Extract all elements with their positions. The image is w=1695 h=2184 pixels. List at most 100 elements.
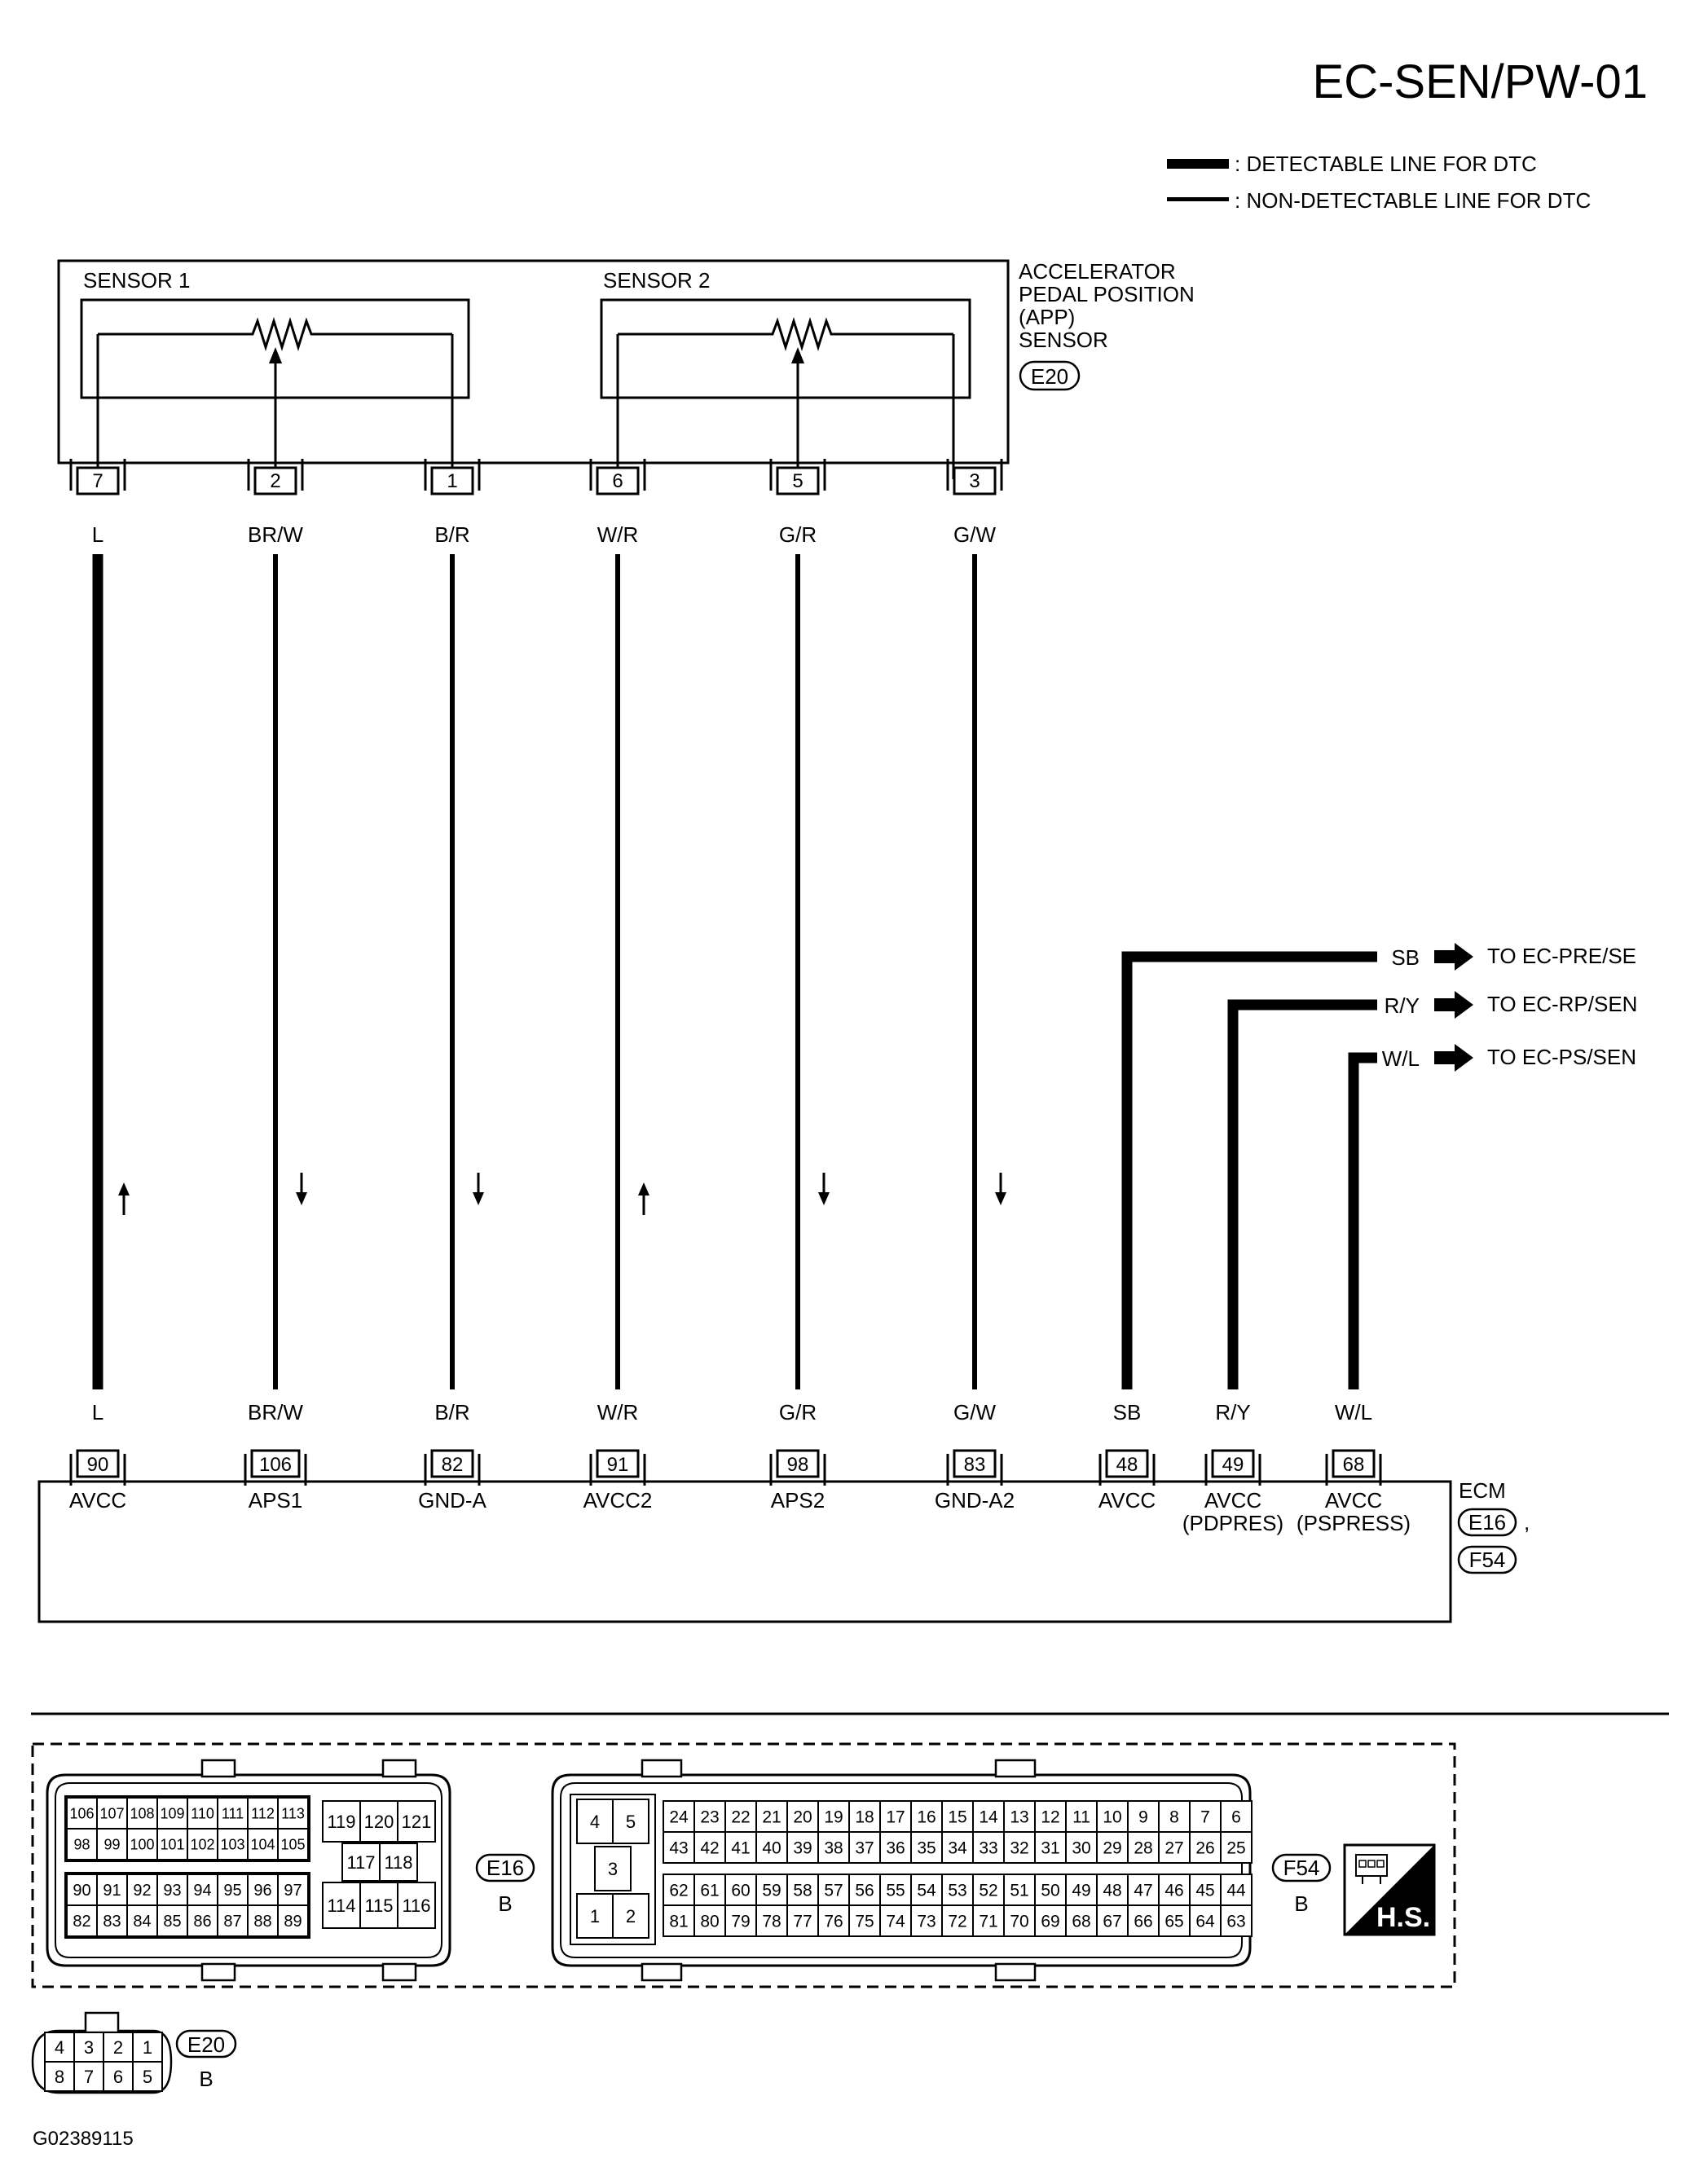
ecm-pin-83-box [953,1449,997,1478]
f54-pin-32: 32 [1010,1839,1028,1858]
f54-cell-38 [817,1831,850,1864]
f54-cell-51 [1003,1874,1036,1906]
f54-pin-13: 13 [1010,1808,1028,1827]
sensor-pin-1: 1 [424,459,481,495]
ecm-pin-82-number: 82 [442,1454,464,1476]
f54-pin-40: 40 [762,1839,781,1858]
f54-pin-25: 25 [1226,1839,1245,1858]
f54-pin-76: 76 [824,1913,843,1931]
branch-destination-1: TO EC-RP/SEN [1487,992,1637,1016]
f54-cell-31 [1034,1831,1067,1864]
f54-pin-68: 68 [1072,1913,1090,1931]
f54-pin-14: 14 [979,1808,998,1827]
f54-pin-63: 63 [1226,1913,1245,1931]
f54-pin-2: 2 [626,1906,636,1926]
sensor-wire-color-5: G/W [953,522,996,547]
e20-pin-8: 8 [55,2067,64,2087]
f54-cell-1 [576,1893,614,1939]
sensor-pin-7-box [76,466,120,495]
ecm-connector-badge-f54 [1457,1545,1517,1574]
app-sensor-box [57,259,1010,465]
f54-color: B [1294,1891,1308,1916]
f54-pin-27: 27 [1164,1839,1183,1858]
f54-pin-15: 15 [948,1808,966,1827]
ecm-pin-label-0: AVCC [69,1488,126,1513]
sensor-pin-3: 3 [946,459,1003,495]
f54-cell-3 [594,1846,632,1891]
e16-pin-120: 120 [364,1812,394,1832]
page-title: EC-SEN/PW-01 [1313,55,1648,108]
f54-pin-73: 73 [917,1913,936,1931]
ecm-pin-68-box [1332,1449,1376,1478]
f54-cell-75 [848,1904,881,1937]
sensor-connector-code: E20 [1031,364,1068,389]
e16-pin-118: 118 [384,1852,412,1873]
f54-pin-41: 41 [731,1839,750,1858]
e16-pin-97: 97 [284,1882,302,1900]
branch-ecm-color-0: SB [1113,1400,1142,1424]
e16-pin-106: 106 [69,1805,94,1821]
ecm-wire-color-0: L [92,1400,103,1424]
sensor1-resistor [98,316,452,352]
e16-block-top [64,1795,310,1862]
e16-cell-116 [397,1882,436,1929]
sensor-pin-2-box [253,466,297,495]
sensor2-label: SENSOR 2 [603,268,711,293]
e16-pin-88: 88 [253,1913,271,1931]
e20-pin-3: 3 [84,2037,94,2058]
e20-latch [84,2011,120,2034]
ecm-pin-68-number: 68 [1343,1454,1365,1476]
f54-cell-18 [848,1800,881,1833]
ecm-wire-color-3: W/R [597,1400,639,1424]
f54-cell-64 [1189,1904,1222,1937]
e16-pin-105: 105 [280,1836,305,1852]
e16-badge [475,1853,535,1882]
f54-pin-20: 20 [793,1808,812,1827]
f54-pin-30: 30 [1072,1839,1090,1858]
branch-ecm-label-2-0: AVCC [1325,1488,1382,1513]
f54-pin-67: 67 [1103,1913,1121,1931]
sensor-name-line-4: SENSOR [1019,328,1108,352]
flow-arrow-down-2 [473,1192,484,1205]
connector-face-icon [1355,1854,1388,1884]
e16-pin-92: 92 [133,1882,151,1900]
sensor-pin-6-number: 6 [612,470,623,492]
f54-pin-58: 58 [793,1882,812,1900]
e16-pin-90: 90 [73,1882,90,1900]
f54-cell-30 [1065,1831,1098,1864]
ecm-pin-90: 90 [69,1449,126,1486]
e16-cell-104 [247,1828,279,1860]
flow-arrow-down-4 [818,1192,830,1205]
f54-pin-7: 7 [1200,1808,1210,1827]
f54-outline-inner [560,1782,1243,1958]
f54-cell-81 [663,1904,695,1937]
e16-cell-118 [379,1843,418,1882]
f54-pin-35: 35 [917,1839,936,1858]
f54-cell-34 [941,1831,974,1864]
f54-pin-34: 34 [948,1839,967,1858]
f54-pin-74: 74 [886,1913,905,1931]
e16-pin-83: 83 [103,1913,121,1931]
branch-arrow-icon-0 [1434,943,1473,971]
ecm-pin-49-number: 49 [1222,1454,1244,1476]
ecm-connector-e16: E16 [1468,1510,1506,1535]
f54-pin-1: 1 [590,1906,600,1926]
sensor-connector-badge [1019,360,1081,391]
e20-cell-3 [73,2032,104,2063]
f54-pin-45: 45 [1195,1882,1214,1900]
f54-pin-60: 60 [731,1882,750,1900]
ecm-pin-label-5: GND-A2 [935,1488,1015,1513]
ecm-label: ECM [1459,1478,1506,1503]
branch-wire-1 [1227,999,1377,1389]
f54-pin-3: 3 [608,1859,618,1879]
branch-color-2: W/L [1382,1046,1420,1071]
ecm-wire-color-4: G/R [779,1400,817,1424]
e16-cell-100 [126,1828,158,1860]
f54-cell-69 [1034,1904,1067,1937]
branch-destination-2: TO EC-PS/SEN [1487,1045,1636,1069]
legend-thick-swatch [1167,159,1229,169]
branch-ecm-color-1: R/Y [1215,1400,1250,1424]
branch-ecm-label-2-1: (PSPRESS) [1297,1511,1411,1535]
f54-pin-59: 59 [762,1882,781,1900]
